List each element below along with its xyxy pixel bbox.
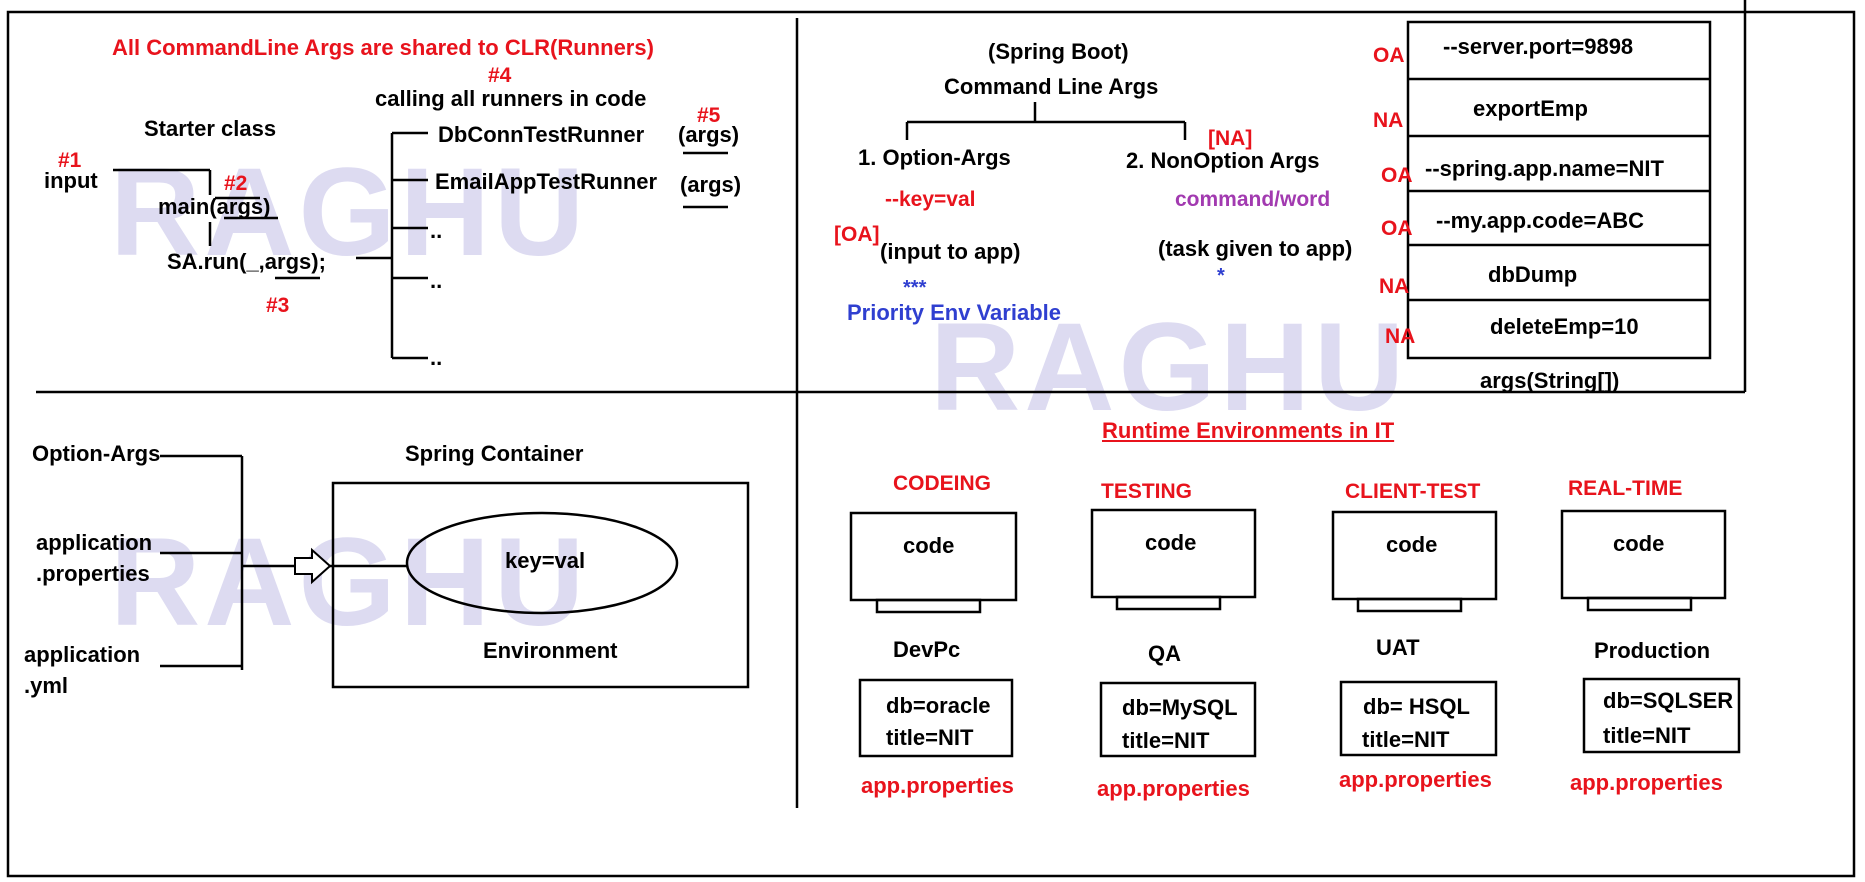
arg-tag: OA [1373,44,1405,67]
title-value: title=NIT [886,725,974,750]
source-application: application [24,642,141,667]
arg-value: --spring.app.name=NIT [1425,156,1664,181]
source-application: application [36,530,153,555]
ellipse-key-val: key=val [505,548,586,573]
file-name: app.properties [861,773,1014,798]
priority-stars: *** [903,277,927,299]
file-name: app.properties [1570,770,1723,795]
input-to-app-label: (input to app) [880,239,1021,264]
calling-note: calling all runners in code [375,86,647,111]
db-value: db=oracle [886,693,991,718]
env-label: CODEING [893,472,992,495]
watermark-bottom-left: RAGHU [110,513,589,652]
machine-name: UAT [1376,635,1420,660]
arg-value: deleteEmp=10 [1490,314,1639,339]
spring-container-title: Spring Container [405,441,584,466]
arg-value: --my.app.code=ABC [1436,208,1645,233]
run-call: SA.run(_,args); [167,249,326,274]
machine-name: DevPc [893,637,961,662]
arg-value: dbDump [1488,262,1578,287]
db-value: db=SQLSER [1603,688,1734,713]
arg-tag: NA [1385,325,1416,348]
file-name: app.properties [1339,767,1492,792]
nonoption-args-label: 2. NonOption Args [1126,148,1320,173]
task-given-label: (task given to app) [1158,236,1353,261]
machine-name: Production [1594,638,1711,663]
env-label: REAL-TIME [1568,477,1683,500]
screen-code: code [1145,530,1197,555]
runners-heading: All CommandLine Args are shared to CLR(R… [112,35,654,60]
step-4-label: #4 [488,64,512,87]
arg-value: --server.port=9898 [1443,34,1634,59]
source-yml: .yml [24,673,69,698]
environment-label: Environment [483,638,618,663]
source-option-args: Option-Args [32,441,161,466]
args-label: (args) [678,122,740,147]
runner-item: DbConnTestRunner [438,122,645,147]
env-label: TESTING [1101,480,1193,503]
machine-name: QA [1148,641,1181,666]
arg-tag: NA [1373,109,1404,132]
db-value: db= HSQL [1363,694,1470,719]
watermark-center: RAGHU [930,298,1409,437]
runner-item: EmailAppTestRunner [435,169,658,194]
runtime-title: Runtime Environments in IT [1102,418,1395,443]
source-properties: .properties [36,561,150,586]
step-2-label: #2 [224,172,248,195]
title-value: title=NIT [1603,723,1691,748]
title-value: title=NIT [1362,727,1450,752]
arg-value: exportEmp [1473,96,1588,121]
command-word-label: command/word [1175,188,1331,211]
main-call: main(args) [158,194,271,219]
arrow-into-container [294,547,332,585]
screen-code: code [1613,531,1665,556]
option-args-label: 1. Option-Args [858,145,1011,170]
args-array-label: args(String[]) [1480,368,1620,393]
step-3-label: #3 [266,294,290,317]
file-name: app.properties [1097,776,1250,801]
oa-tag: [OA] [834,223,880,246]
cmdline-title-2: Command Line Args [944,74,1159,99]
env-label: CLIENT-TEST [1345,480,1481,503]
arg-tag: OA [1381,217,1413,240]
arg-tag: NA [1379,275,1410,298]
cmdline-title-1: (Spring Boot) [988,39,1129,64]
single-star: * [1217,265,1225,287]
input-label: input [44,168,98,193]
na-tag: [NA] [1208,127,1253,150]
db-value: db=MySQL [1122,695,1238,720]
screen-code: code [903,533,955,558]
step-1-label: #1 [58,149,82,172]
runner-item: .. [430,345,443,370]
key-val-label: --key=val [885,188,976,211]
step-5-label: #5 [697,104,721,127]
title-value: title=NIT [1122,728,1210,753]
arg-tag: OA [1381,164,1413,187]
runner-item: .. [430,218,443,243]
priority-label: Priority Env Variable [847,300,1061,325]
outer-frame [6,10,1856,878]
args-label: (args) [680,172,742,197]
starter-class-label: Starter class [144,116,277,141]
screen-code: code [1386,532,1438,557]
runner-item: .. [430,268,443,293]
